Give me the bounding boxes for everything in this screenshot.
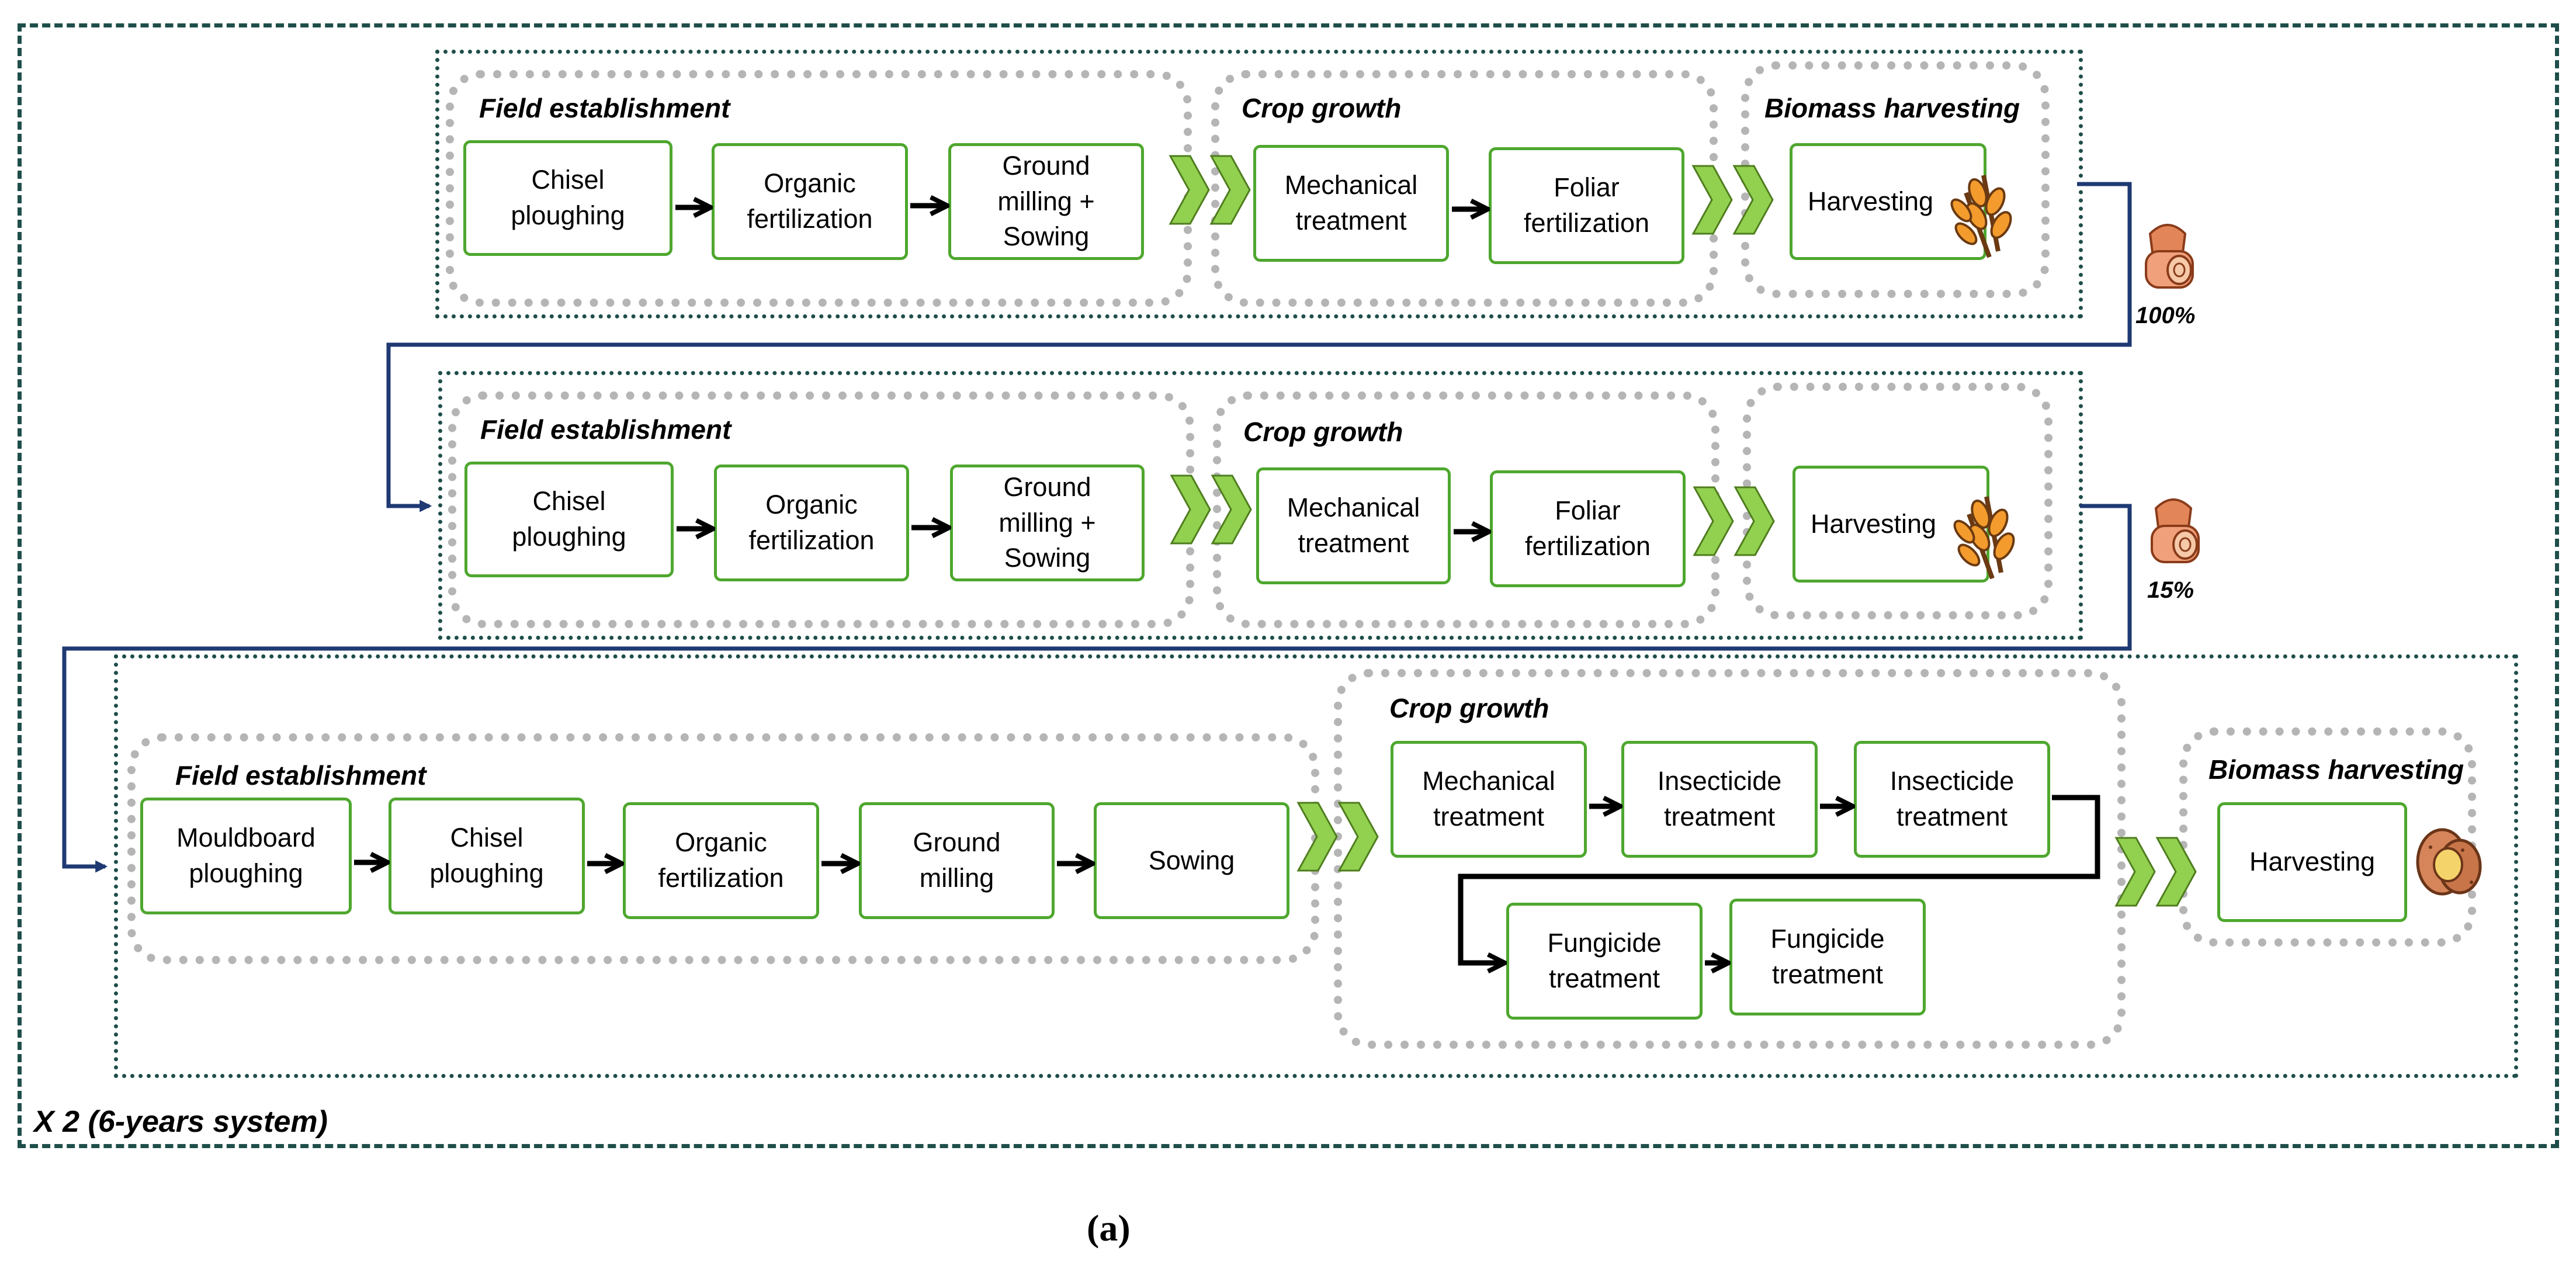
biomass-percent-label: 100% <box>2135 303 2196 328</box>
phase-chevron <box>2156 837 2197 907</box>
crop-growth-group <box>1211 70 1718 307</box>
process-step: Organic fertilization <box>714 465 909 581</box>
process-step: Chisel ploughing <box>389 798 585 914</box>
biomass-percent-label: 15% <box>2147 577 2194 603</box>
process-step: Ground milling + Sowing <box>950 465 1145 581</box>
field-establishment-group <box>448 391 1194 628</box>
figure-caption: (a) <box>1087 1207 1131 1249</box>
wheat-icon <box>1950 175 2012 258</box>
process-step: Harvesting <box>1793 466 1989 583</box>
potato-icon <box>2416 828 2482 896</box>
year-connector <box>386 182 2132 512</box>
phase-chevron <box>1170 474 1211 545</box>
group-title: Crop growth <box>1389 693 1549 723</box>
process-step: Organic fertilization <box>623 802 819 919</box>
process-step: Foliar fertilization <box>1489 147 1684 264</box>
crop-growth-group <box>1334 669 2126 1049</box>
phase-chevron <box>2115 837 2156 907</box>
process-step: Sowing <box>1094 802 1289 919</box>
process-step: Organic fertilization <box>712 143 908 260</box>
phase-chevron <box>1338 802 1379 872</box>
phase-chevron <box>1210 155 1251 225</box>
process-step: Mouldboard ploughing <box>140 798 352 914</box>
process-step: Mechanical treatment <box>1253 145 1449 262</box>
phase-chevron <box>1211 474 1252 545</box>
process-step: Harvesting <box>2217 802 2407 922</box>
phase-chevron <box>1169 155 1210 225</box>
process-step: Foliar fertilization <box>1490 470 1686 587</box>
crop-growth-group <box>1213 391 1719 628</box>
wheat-icon <box>1953 496 2015 580</box>
process-step: Insecticide treatment <box>1621 741 1818 858</box>
hay-bale-icon <box>2145 224 2194 289</box>
phase-chevron <box>1693 486 1734 556</box>
biomass-harvesting-group <box>1743 383 2053 619</box>
phase-chevron <box>1297 802 1338 872</box>
system-label: X 2 (6-years system) <box>34 1105 328 1139</box>
group-title: Field establishment <box>175 760 427 791</box>
group-title: Field establishment <box>480 414 731 445</box>
group-title: Biomass harvesting <box>2209 754 2464 785</box>
group-title: Crop growth <box>1243 417 1403 447</box>
process-step: Mechanical treatment <box>1256 467 1451 584</box>
phase-chevron <box>1692 165 1733 235</box>
process-step: Chisel ploughing <box>463 140 672 256</box>
group-title: Crop growth <box>1242 93 1402 123</box>
hay-bale-icon <box>2151 498 2200 563</box>
flow-arrow <box>1458 795 2100 963</box>
six-year-system-frame <box>18 23 2559 1148</box>
year-connector <box>62 504 2132 873</box>
process-step: Chisel ploughing <box>464 462 674 577</box>
process-step: Ground milling + Sowing <box>948 143 1144 260</box>
process-step: Mechanical treatment <box>1391 741 1587 858</box>
process-step: Insecticide treatment <box>1854 741 2050 858</box>
phase-chevron <box>1734 486 1775 556</box>
phase-chevron <box>1733 165 1774 235</box>
process-step: Fungicide treatment <box>1506 903 1703 1020</box>
process-step: Fungicide treatment <box>1729 899 1926 1015</box>
rotation-year-3-frame <box>114 654 2518 1078</box>
group-title: Field establishment <box>479 93 730 123</box>
group-title: Biomass harvesting <box>1764 93 2020 123</box>
process-step: Ground milling <box>859 802 1055 919</box>
